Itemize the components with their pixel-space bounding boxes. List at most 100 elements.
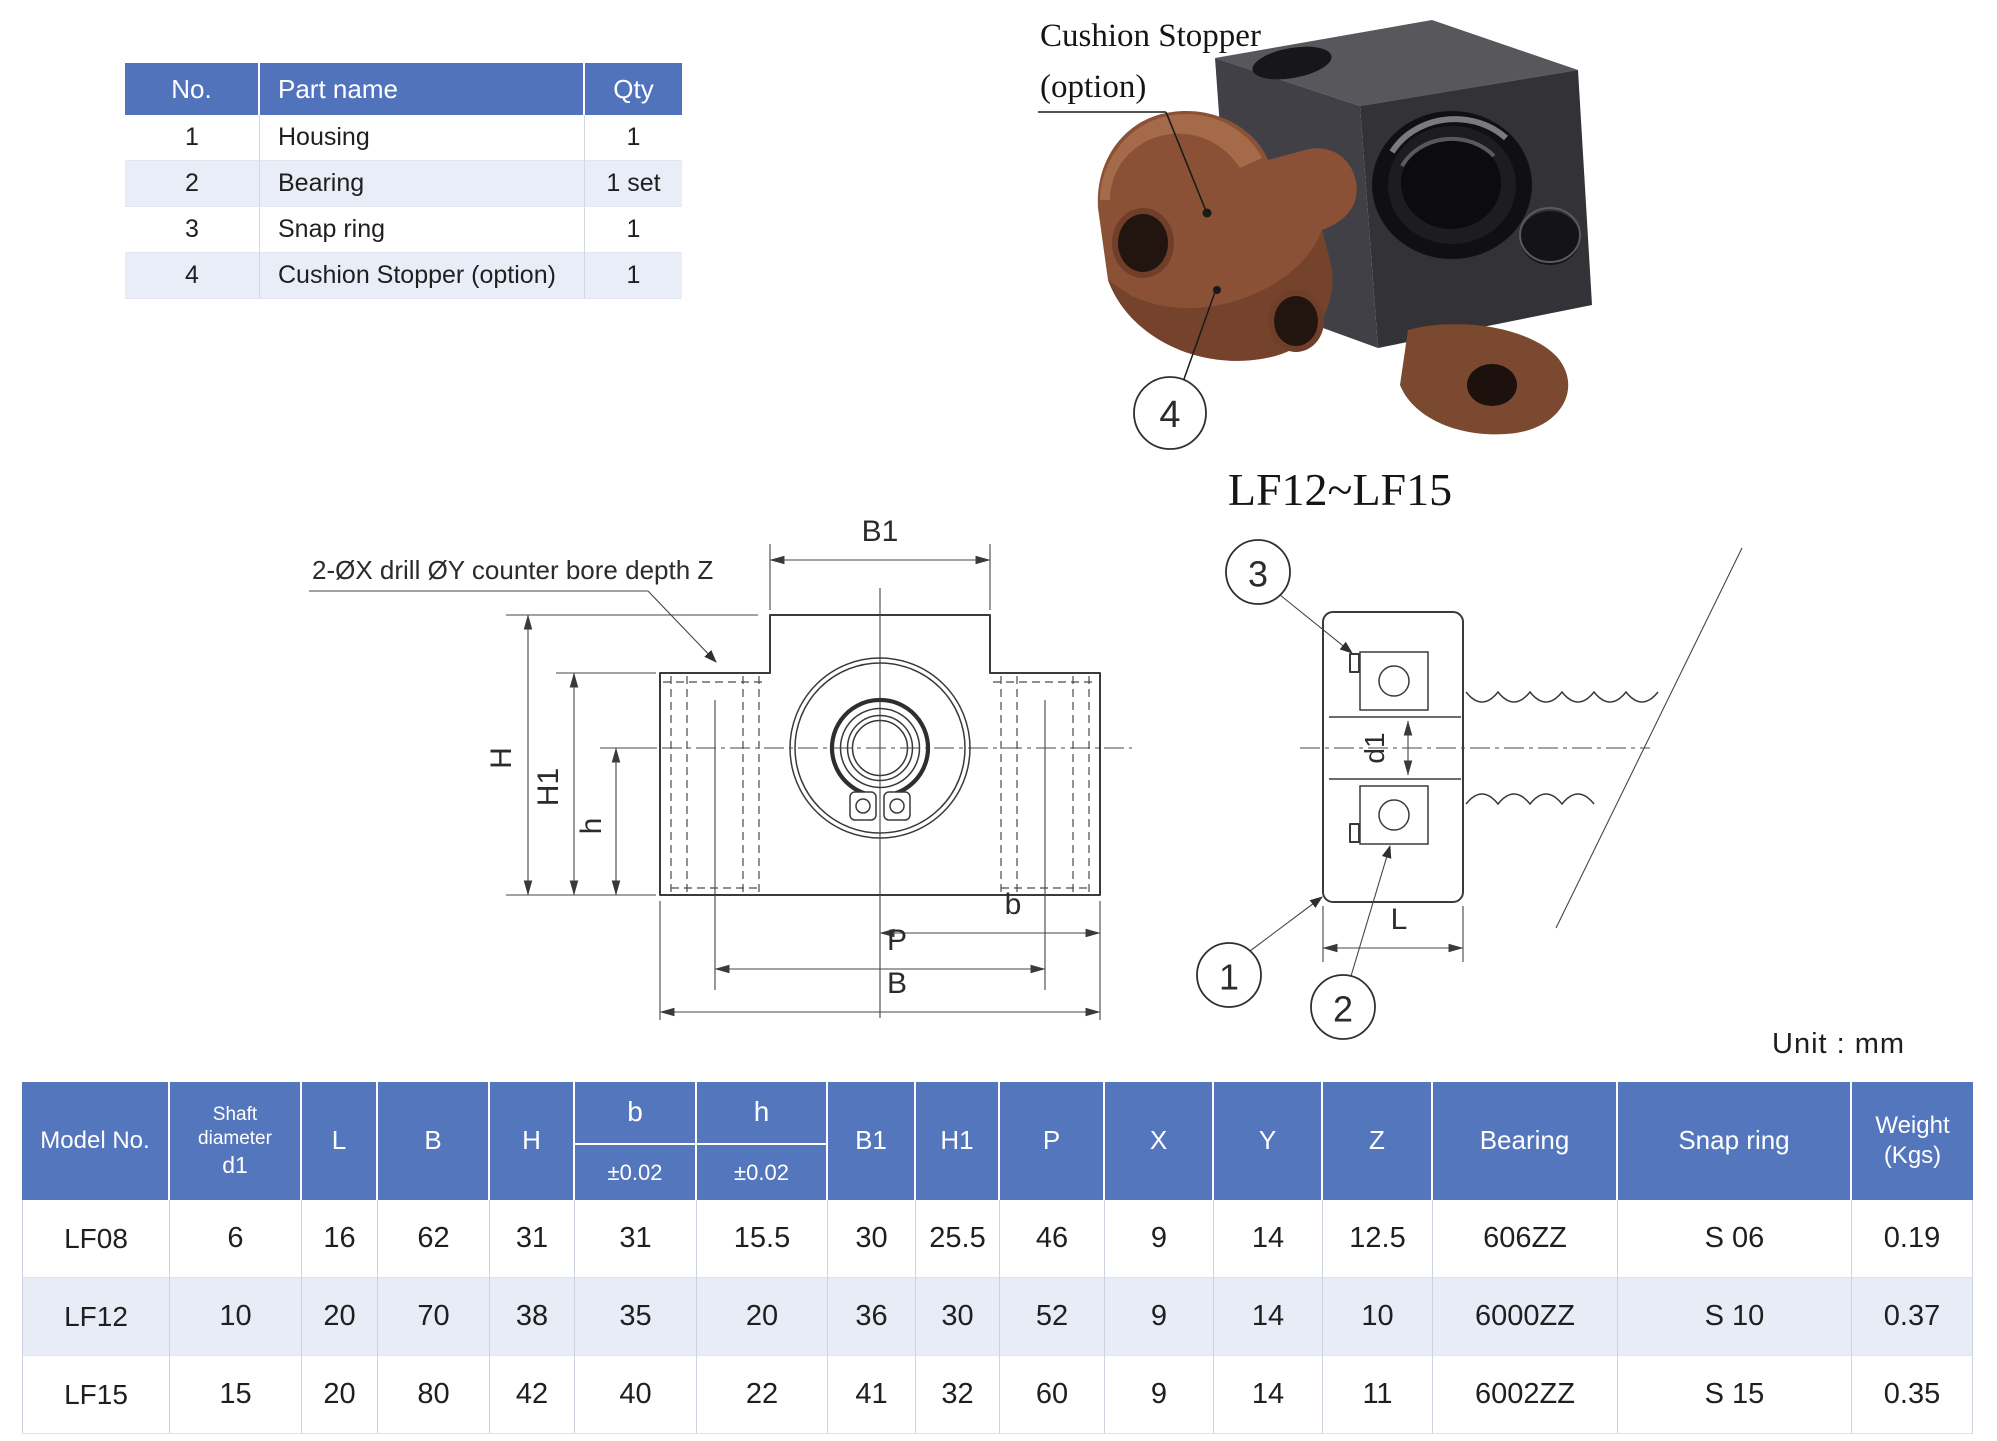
- cushion-stopper-rear-lug: [1400, 324, 1569, 435]
- spec-cell: 20: [302, 1278, 378, 1356]
- svg-text:2-ØX drill ØY counter bore dep: 2-ØX drill ØY counter bore depth Z: [312, 555, 713, 585]
- dim-B1: B1: [769, 515, 991, 610]
- spec-cell: 6002ZZ: [1433, 1356, 1618, 1434]
- spec-cell: LF15: [22, 1356, 170, 1434]
- spec-cell: 40: [575, 1356, 697, 1434]
- callout-1: 1: [1196, 896, 1323, 1008]
- spec-cell: 31: [575, 1200, 697, 1278]
- spec-cell: 38: [490, 1278, 575, 1356]
- cushion-stopper-3d: [1097, 111, 1357, 361]
- callout-3: 3: [1225, 539, 1353, 654]
- spec-cell: 12.5: [1323, 1200, 1433, 1278]
- svg-text:B1: B1: [862, 515, 899, 548]
- spec-header-B: B: [378, 1082, 490, 1200]
- housing-3d: [1215, 20, 1592, 348]
- parts-header-no: No.: [125, 63, 260, 115]
- front-view: B1 H H1 h: [309, 515, 1132, 1020]
- spec-header-h: h ±0.02: [697, 1082, 828, 1200]
- spec-cell: 6: [170, 1200, 302, 1278]
- product-caption: LF12~LF15: [1228, 464, 1452, 515]
- spec-cell: 9: [1105, 1278, 1214, 1356]
- spec-header-H: H: [490, 1082, 575, 1200]
- dim-B: B: [659, 967, 1101, 1017]
- spec-row-LF08: LF08 6 16 62 31 31 15.5 30 25.5 46 9 14 …: [22, 1200, 1973, 1278]
- parts-cell: 1: [585, 115, 682, 161]
- spec-cell: 31: [490, 1200, 575, 1278]
- bearing-section: [1359, 651, 1429, 845]
- spec-header-Y: Y: [1214, 1082, 1323, 1200]
- spec-cell: 80: [378, 1356, 490, 1434]
- parts-cell: Snap ring: [260, 207, 585, 253]
- parts-cell: Housing: [260, 115, 585, 161]
- svg-text:H1: H1: [532, 768, 565, 806]
- parts-cell: 1 set: [585, 161, 682, 207]
- spec-cell: 6000ZZ: [1433, 1278, 1618, 1356]
- spec-cell: 62: [378, 1200, 490, 1278]
- spec-cell: 606ZZ: [1433, 1200, 1618, 1278]
- spec-header-model: Model No.: [22, 1082, 170, 1200]
- spec-table: Model No. Shaft diameter d1 L B H b ±0.0…: [22, 1082, 1973, 1434]
- svg-text:3: 3: [1248, 554, 1268, 595]
- parts-cell: 1: [585, 207, 682, 253]
- spec-cell: 14: [1214, 1356, 1323, 1434]
- spec-header-B1: B1: [828, 1082, 916, 1200]
- dim-H: H: [485, 614, 758, 896]
- spec-cell: 42: [490, 1356, 575, 1434]
- parts-header-qty: Qty: [585, 63, 682, 115]
- parts-cell: 3: [125, 207, 260, 253]
- cushion-stopper-label: Cushion Stopper (option): [1038, 18, 1261, 218]
- svg-text:b: b: [1005, 888, 1022, 921]
- spec-cell: 30: [828, 1200, 916, 1278]
- parts-cell: 1: [125, 115, 260, 161]
- spec-cell: 52: [1000, 1278, 1105, 1356]
- spec-cell: 10: [1323, 1278, 1433, 1356]
- svg-text:B: B: [887, 967, 907, 1000]
- counterbore-note: 2-ØX drill ØY counter bore depth Z: [309, 555, 717, 663]
- parts-cell: Bearing: [260, 161, 585, 207]
- spec-cell: 22: [697, 1356, 828, 1434]
- spec-cell: 20: [302, 1356, 378, 1434]
- dim-P: P: [714, 924, 1046, 974]
- spec-cell: LF12: [22, 1278, 170, 1356]
- threaded-shaft: [1300, 547, 1743, 929]
- spec-header-Z: Z: [1323, 1082, 1433, 1200]
- spec-row-LF15: LF15 15 20 80 42 40 22 41 32 60 9 14 11 …: [22, 1356, 1973, 1434]
- svg-text:2: 2: [1333, 989, 1353, 1030]
- spec-cell: 25.5: [916, 1200, 1000, 1278]
- spec-cell: 9: [1105, 1200, 1214, 1278]
- spec-header-snap: Snap ring: [1618, 1082, 1852, 1200]
- callout-4: 4: [1133, 286, 1221, 450]
- label-line2: (option): [1040, 69, 1146, 105]
- svg-text:1: 1: [1219, 957, 1239, 998]
- spec-cell: 30: [916, 1278, 1000, 1356]
- parts-cell: 1: [585, 253, 682, 299]
- break-line: [1555, 547, 1743, 929]
- spec-cell: 32: [916, 1356, 1000, 1434]
- spec-cell: 11: [1323, 1356, 1433, 1434]
- spec-cell: 36: [828, 1278, 916, 1356]
- spec-cell: 9: [1105, 1356, 1214, 1434]
- spec-header-X: X: [1105, 1082, 1214, 1200]
- side-view: d1 L 3 1 2: [1196, 539, 1743, 1040]
- spec-cell: 46: [1000, 1200, 1105, 1278]
- spec-cell: 0.35: [1852, 1356, 1973, 1434]
- spec-cell: 41: [828, 1356, 916, 1434]
- bearing-front: [789, 657, 971, 839]
- spec-cell: 20: [697, 1278, 828, 1356]
- spec-header-H1: H1: [916, 1082, 1000, 1200]
- spec-cell: 14: [1214, 1200, 1323, 1278]
- spec-row-LF12: LF12 10 20 70 38 35 20 36 30 52 9 14 10 …: [22, 1278, 1973, 1356]
- spec-header-P: P: [1000, 1082, 1105, 1200]
- spec-header-weight: Weight (Kgs): [1852, 1082, 1973, 1200]
- svg-text:h: h: [575, 818, 608, 835]
- spec-cell: 70: [378, 1278, 490, 1356]
- unit-note: Unit : mm: [1772, 1028, 1906, 1060]
- label-line1: Cushion Stopper: [1040, 18, 1261, 54]
- dim-L: L: [1322, 903, 1464, 962]
- spec-cell: 60: [1000, 1356, 1105, 1434]
- callout-4-number: 4: [1159, 394, 1180, 436]
- spec-cell: S 10: [1618, 1278, 1852, 1356]
- dim-h: h: [575, 747, 656, 896]
- svg-text:P: P: [887, 924, 907, 957]
